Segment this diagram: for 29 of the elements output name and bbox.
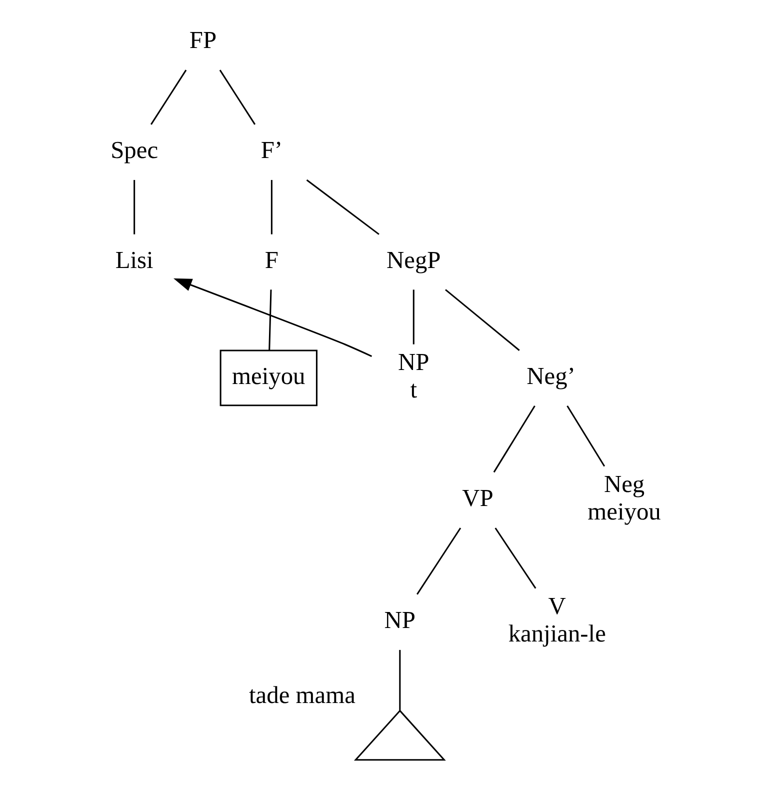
- node-text: Spec: [110, 136, 158, 164]
- node-text: Neg’: [526, 362, 575, 390]
- node-text: F’: [260, 136, 282, 164]
- node-box: meiyou: [219, 350, 317, 406]
- node-triangle: [353, 710, 446, 761]
- node-text: Lisi: [114, 246, 153, 274]
- connector: [306, 179, 379, 235]
- node-text: F: [264, 246, 278, 274]
- connector: [416, 528, 461, 595]
- connector: [566, 406, 605, 467]
- node-text: NegP: [386, 246, 440, 274]
- connector: [494, 528, 536, 589]
- connector: [270, 180, 272, 234]
- arrow: [172, 278, 372, 357]
- connector: [268, 290, 272, 350]
- connector: [133, 180, 135, 234]
- connector: [398, 650, 400, 710]
- node-text: Neg meiyou: [587, 471, 660, 526]
- node-text: FP: [188, 26, 216, 54]
- connector: [492, 406, 535, 473]
- connector: [412, 290, 414, 344]
- connector: [218, 70, 256, 125]
- connector: [150, 70, 186, 125]
- node-text: V kanjian-le: [508, 593, 606, 648]
- node-text: VP: [462, 484, 493, 512]
- node-text: NP: [384, 606, 416, 634]
- connector: [444, 289, 520, 351]
- node-text: NP t: [398, 349, 429, 404]
- node-label: tade mama: [248, 682, 355, 709]
